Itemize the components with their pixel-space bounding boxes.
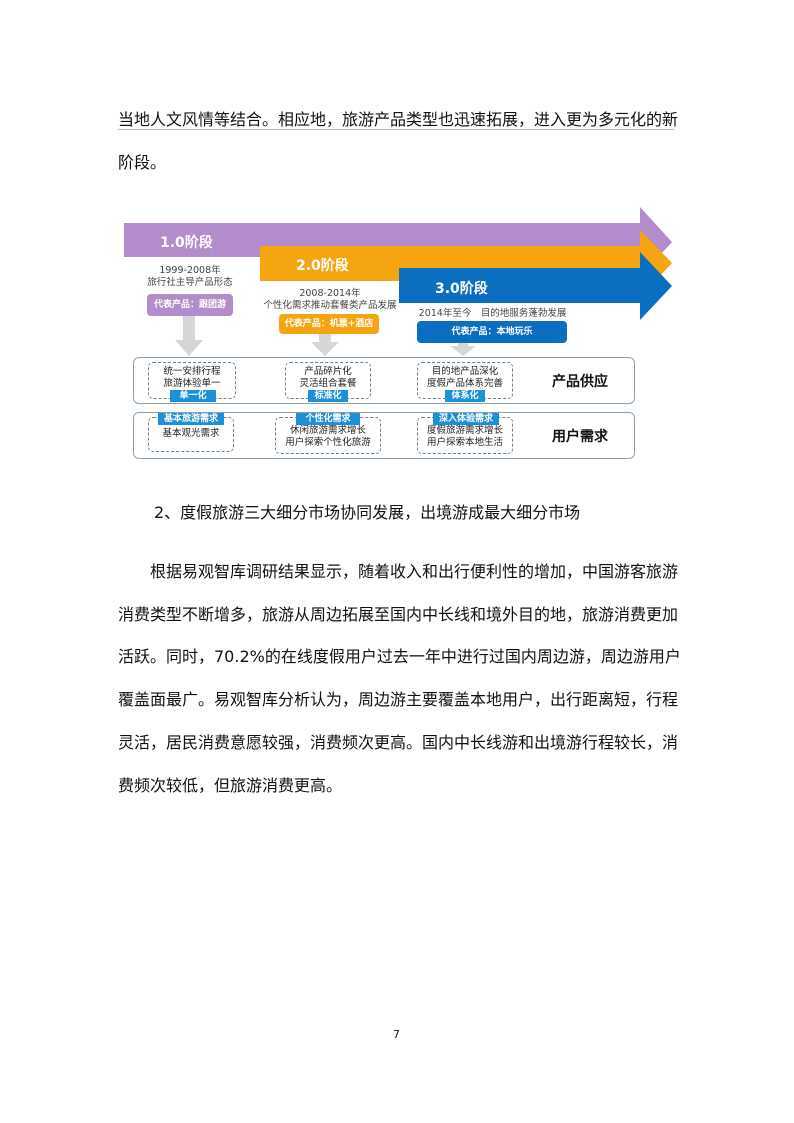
supply-tag-2: 标准化	[308, 390, 348, 402]
demand-row	[133, 412, 635, 459]
stage-3-arrow	[399, 252, 672, 320]
down-arrow-icon	[311, 334, 339, 356]
item-text: 休闲旅游需求增长	[289, 425, 366, 436]
intro-line: 阶段。	[118, 153, 167, 172]
body-line: 消费类型不断增多，旅游从周边拓展至国内中长线和境外目的地，旅游消费更加	[118, 605, 679, 624]
supply-row	[133, 357, 635, 404]
intro-line: 当地人文风情等结合。相应地，旅游产品类型也迅速拓展，进入更为多元化的新	[118, 110, 679, 129]
body-line: 根据易观智库调研结果显示，随着收入和出行便利性的增加，中国游客旅游	[118, 562, 679, 581]
section-heading: 2、度假旅游三大细分市场协同发展，出境游成最大细分市场	[154, 503, 581, 522]
stage-arrows	[124, 207, 672, 320]
item-text: 旅游体验单一	[163, 378, 221, 389]
stage-1-product: 代表产品：跟团游	[147, 294, 233, 316]
supply-label: 产品供应	[552, 374, 608, 390]
down-arrows	[175, 316, 476, 356]
item-text: 基本观光需求	[162, 428, 220, 439]
stage-1-title: 1.0阶段	[160, 235, 213, 251]
item-text: 用户探索个性化旅游	[285, 437, 371, 448]
stage-2-period: 2008-2014年	[299, 288, 361, 299]
demand-tag-2: 个性化需求	[296, 413, 360, 425]
item-text: 灵活组合套餐	[299, 378, 357, 389]
demand-label: 用户需求	[552, 429, 608, 445]
stage-3-period: 2014年至今 目的地服务蓬勃发展	[418, 308, 567, 319]
body-line: 覆盖面最广。易观智库分析认为，周边游主要覆盖本地用户，出行距离短，行程	[118, 690, 679, 709]
stage-2-desc: 个性化需求推动套餐类产品发展	[263, 300, 397, 311]
stage-2-product: 代表产品：机票+酒店	[279, 314, 379, 334]
divider	[118, 129, 674, 130]
item-text: 度假产品体系完善	[426, 378, 503, 389]
page-number: 7	[393, 1028, 400, 1041]
stage-3-title: 3.0阶段	[435, 281, 488, 297]
body-line: 费频次较低，但旅游消费更高。	[118, 776, 343, 795]
stage-2-title: 2.0阶段	[296, 258, 349, 274]
demand-tag-1: 基本旅游需求	[158, 413, 224, 425]
stage-1-period: 1999-2008年	[159, 265, 221, 276]
down-arrow-icon	[450, 343, 476, 356]
item-text: 统一安排行程	[163, 366, 221, 377]
stage-1-desc: 旅行社主导产品形态	[147, 277, 233, 288]
stage-3-product: 代表产品：本地玩乐	[417, 321, 567, 343]
item-text: 产品碎片化	[304, 366, 352, 377]
body-line: 活跃。同时，70.2%的在线度假用户过去一年中进行过国内周边游，周边游用户	[118, 647, 681, 666]
demand-tag-3: 深入体验需求	[433, 413, 499, 425]
supply-tag-3: 体系化	[445, 390, 485, 402]
body-line: 灵活，居民消费意愿较强，消费频次更高。国内中长线游和出境游行程较长，消	[118, 733, 679, 752]
supply-tag-1: 单一化	[170, 390, 216, 402]
item-text: 度假旅游需求增长	[426, 425, 503, 436]
item-text: 用户探索本地生活	[426, 437, 503, 448]
stage-1-arrow	[124, 207, 672, 277]
item-text: 目的地产品深化	[431, 366, 499, 377]
down-arrow-icon	[175, 316, 203, 356]
